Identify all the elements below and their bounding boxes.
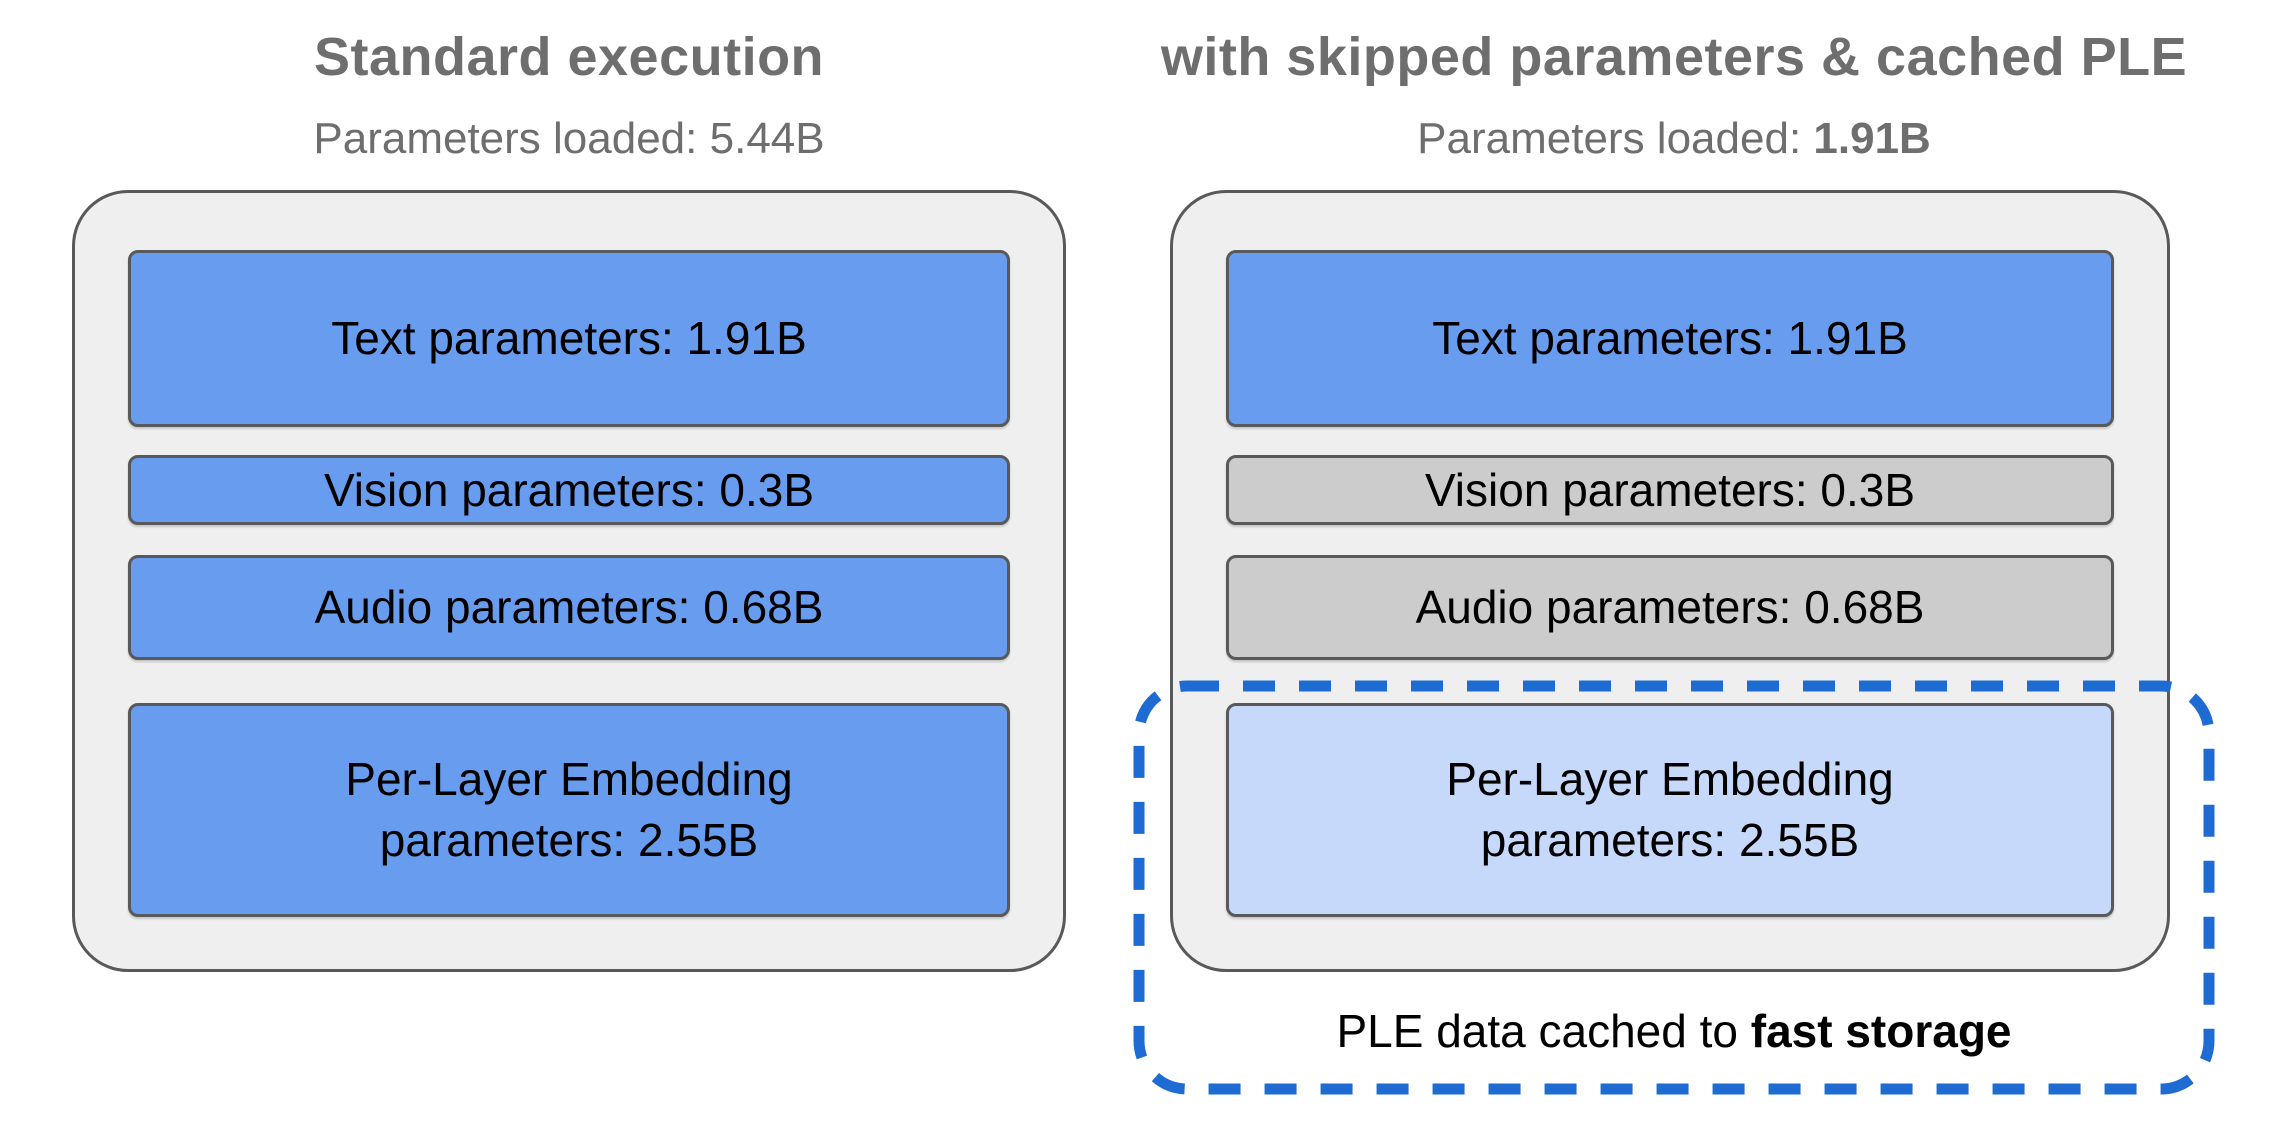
- standard-audio-params-box: Audio parameters: 0.68B: [128, 555, 1010, 660]
- standard-execution-title: Standard execution: [313, 27, 825, 87]
- cached-text-params-box: Text parameters: 1.91B: [1226, 250, 2114, 427]
- params-loaded-value: 1.91B: [1813, 114, 1931, 163]
- standard-ple-params-box: Per-Layer Embedding parameters: 2.55B: [128, 703, 1010, 917]
- params-loaded-label: Parameters loaded:: [313, 114, 698, 163]
- cached-ple-title: with skipped parameters & cached PLE: [1160, 27, 2188, 87]
- standard-model-container: Text parameters: 1.91B Vision parameters…: [72, 190, 1066, 972]
- ple-cache-caption: PLE data cached to fast storage: [1133, 1004, 2215, 1058]
- skipped-vision-params-box: Vision parameters: 0.3B: [1226, 455, 2114, 525]
- box-label: Vision parameters: 0.3B: [323, 463, 815, 516]
- box-label: Per-Layer Embedding parameters: 2.55B: [345, 753, 793, 866]
- caption-text: PLE data cached to: [1336, 1005, 1738, 1057]
- params-loaded-value: 5.44B: [709, 114, 825, 163]
- box-label: Vision parameters: 0.3B: [1424, 463, 1916, 516]
- standard-text-params-box: Text parameters: 1.91B: [128, 250, 1010, 427]
- box-label: Text parameters: 1.91B: [1432, 312, 1908, 365]
- cached-ple-params-box: Per-Layer Embedding parameters: 2.55B: [1226, 703, 2114, 917]
- box-label: Text parameters: 1.91B: [331, 312, 807, 365]
- caption-bold-text: fast storage: [1750, 1005, 2012, 1057]
- cached-params-loaded: Parameters loaded: 1.91B: [1133, 114, 2215, 164]
- standard-vision-params-box: Vision parameters: 0.3B: [128, 455, 1010, 525]
- params-loaded-label: Parameters loaded:: [1417, 114, 1802, 163]
- standard-params-loaded: Parameters loaded: 5.44B: [72, 114, 1066, 164]
- cached-model-container: Text parameters: 1.91B Vision parameters…: [1170, 190, 2170, 972]
- box-label: Per-Layer Embedding parameters: 2.55B: [1446, 753, 1894, 866]
- box-label: Audio parameters: 0.68B: [314, 581, 824, 634]
- box-label: Audio parameters: 0.68B: [1415, 581, 1925, 634]
- skipped-audio-params-box: Audio parameters: 0.68B: [1226, 555, 2114, 660]
